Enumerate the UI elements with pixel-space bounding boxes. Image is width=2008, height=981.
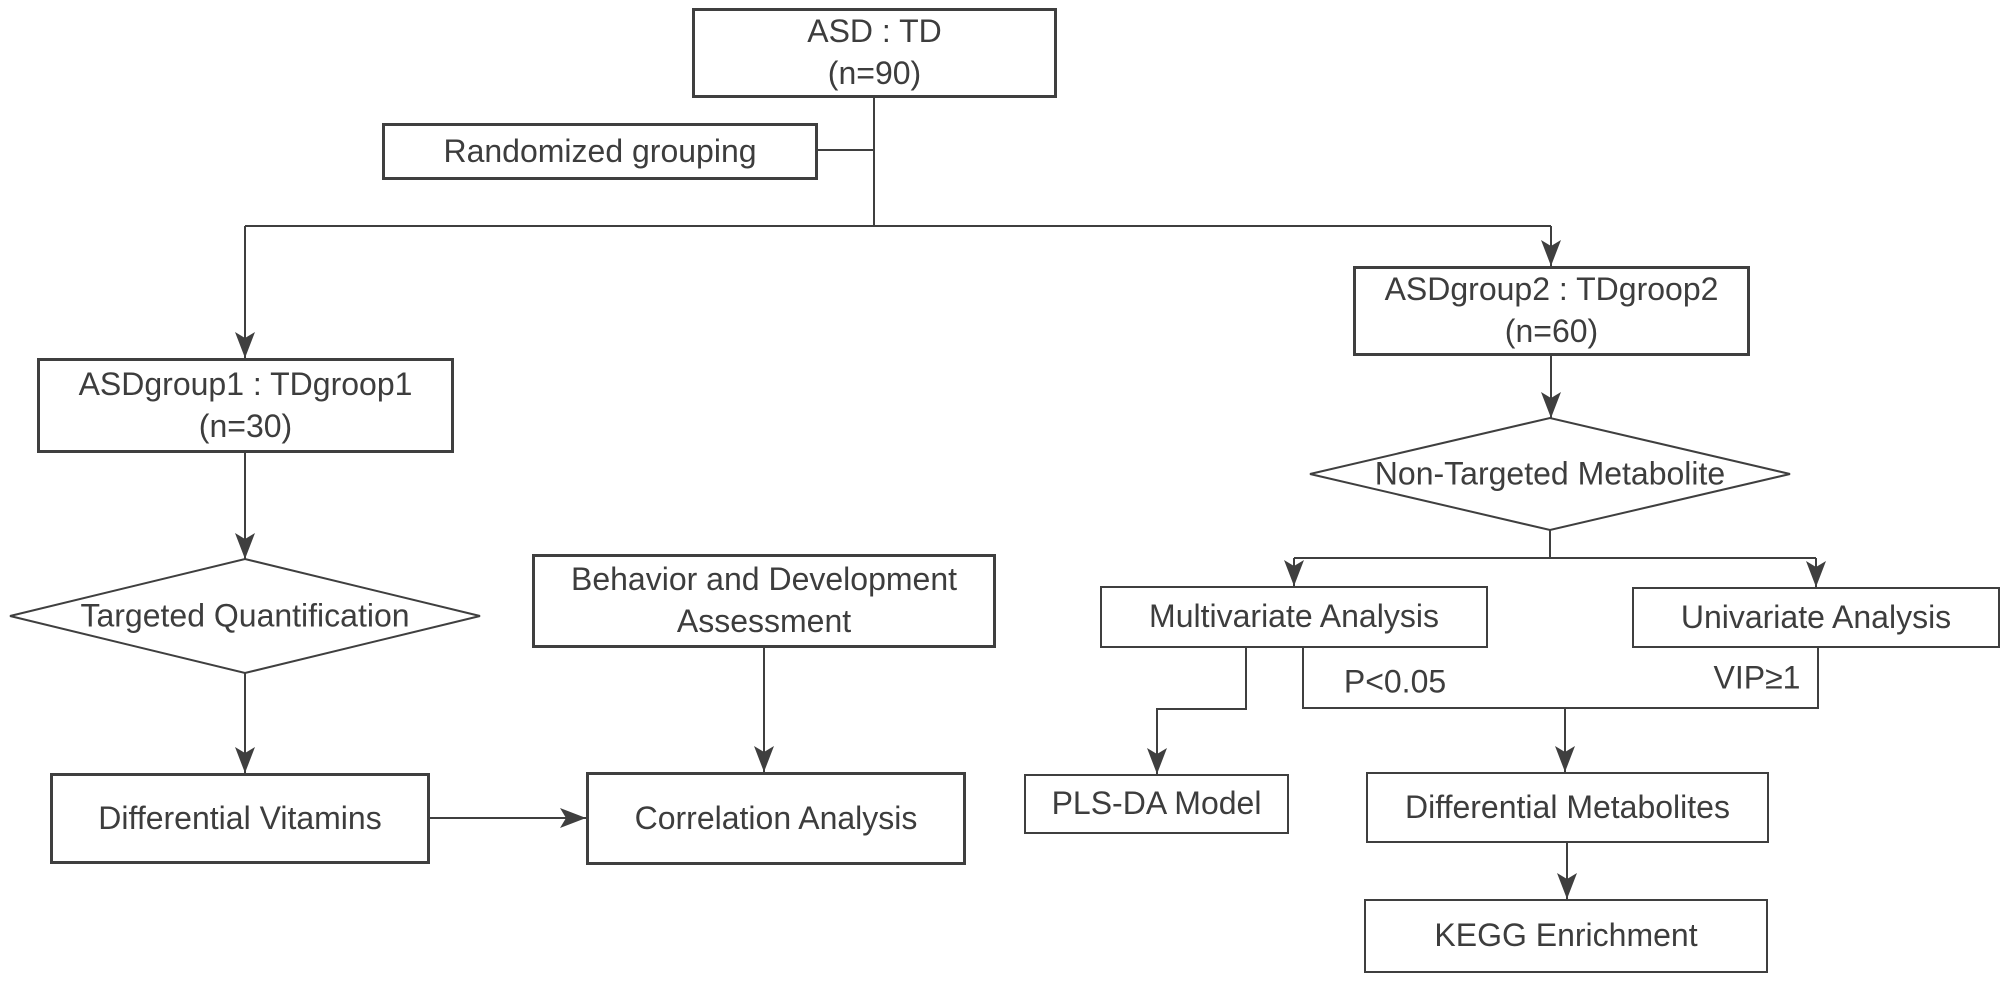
edge-threshold-bracket xyxy=(1302,648,1819,709)
edge-label-vip-threshold: VIP≥1 xyxy=(1713,659,1801,696)
node-label: Differential Metabolites xyxy=(1405,788,1730,825)
node-differential-metabolites: Differential Metabolites xyxy=(1366,772,1769,843)
node-asdgroup1: ASDgroup1 : TDgroop1 (n=30) xyxy=(37,358,454,453)
diamond-label-targeted-quantification: Targeted Quantification xyxy=(80,597,410,634)
node-label: Multivariate Analysis xyxy=(1149,598,1439,635)
node-plsda-model: PLS-DA Model xyxy=(1024,774,1289,834)
node-differential-vitamins: Differential Vitamins xyxy=(50,773,430,864)
decision-diamond-targeted-quantification xyxy=(9,557,481,675)
node-kegg-enrichment: KEGG Enrichment xyxy=(1364,899,1768,973)
node-behavior-assessment: Behavior and Development Assessment xyxy=(532,554,996,648)
node-label-line2: (n=90) xyxy=(827,55,922,91)
node-label-line1: ASD : TD xyxy=(807,13,942,50)
node-label: Randomized grouping xyxy=(443,132,757,169)
node-multivariate-analysis: Multivariate Analysis xyxy=(1100,586,1488,648)
node-univariate-analysis: Univariate Analysis xyxy=(1632,587,2000,648)
node-label-line2: (n=60) xyxy=(1504,313,1599,349)
node-label-line1: ASDgroup2 : TDgroop2 xyxy=(1384,271,1719,308)
node-label: KEGG Enrichment xyxy=(1434,917,1698,954)
edge-to-plsda xyxy=(1147,648,1247,774)
node-label-line2: (n=30) xyxy=(198,407,293,444)
diamond-label-non-targeted-metabolite: Non-Targeted Metabolite xyxy=(1374,455,1726,492)
edge-label-p-threshold: P<0.05 xyxy=(1343,663,1447,700)
node-randomized-grouping: Randomized grouping xyxy=(382,123,818,180)
node-label: Correlation Analysis xyxy=(634,799,918,836)
node-asdgroup2: ASDgroup2 : TDgroop2 (n=60) xyxy=(1353,266,1750,356)
decision-diamond-non-targeted-metabolite xyxy=(1309,416,1791,532)
node-correlation-analysis: Correlation Analysis xyxy=(586,772,966,865)
node-label-line1: ASDgroup1 : TDgroop1 xyxy=(78,365,413,402)
node-asd-td: ASD : TD (n=90) xyxy=(692,8,1057,98)
node-label-line1: Behavior and Development xyxy=(570,561,957,598)
node-label: Differential Vitamins xyxy=(98,799,382,836)
node-label: Univariate Analysis xyxy=(1680,598,1952,635)
node-label-line2: Assessment xyxy=(676,603,852,639)
node-label: PLS-DA Model xyxy=(1051,785,1262,822)
